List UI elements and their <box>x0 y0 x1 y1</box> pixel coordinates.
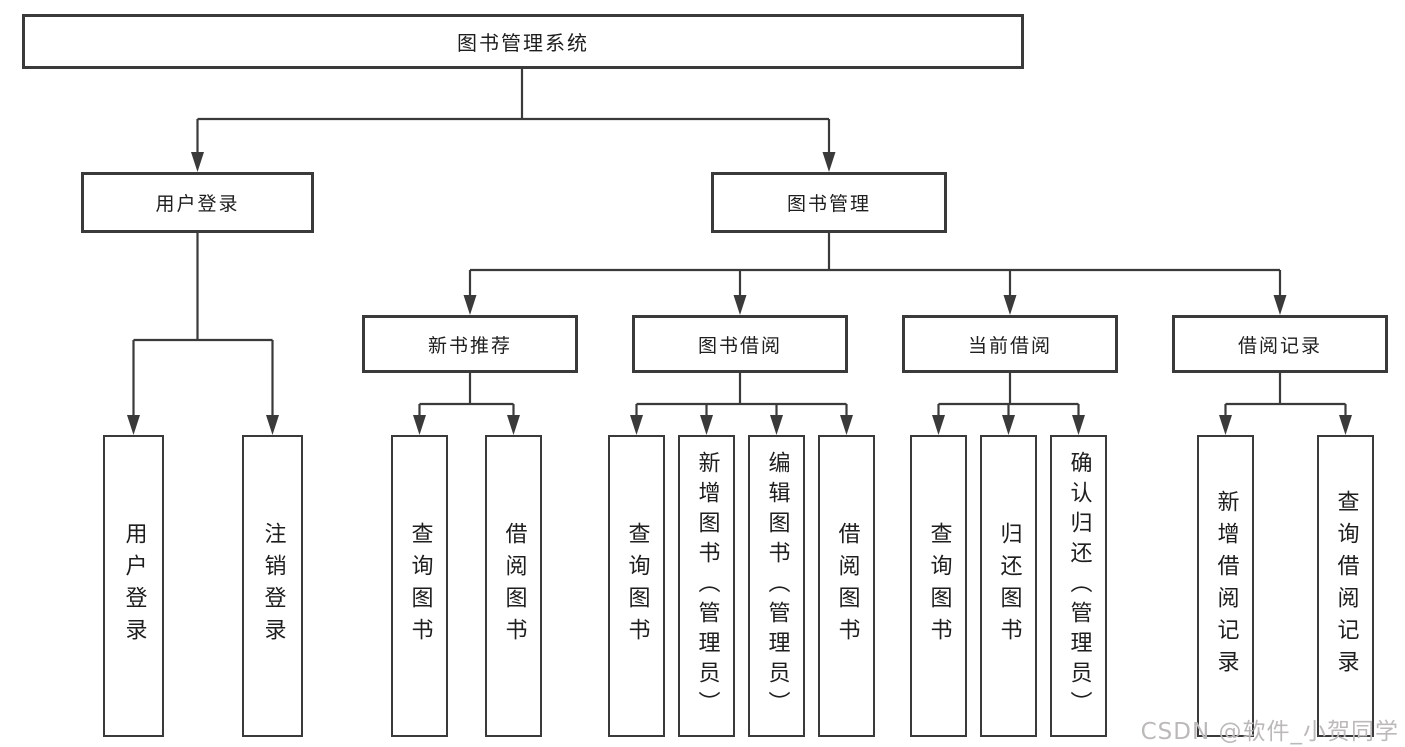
connector-borrowing-group <box>636 373 847 406</box>
node-book-management: 图书管理 <box>711 172 947 233</box>
leaf-query-borrow-record: 查询借阅记录 <box>1317 435 1374 737</box>
connector-recommend-group <box>419 373 514 406</box>
connector-current-group <box>938 373 1079 406</box>
leaf-edit-books-admin: 编辑图书（管理员） <box>748 435 805 737</box>
node-borrowing-records: 借阅记录 <box>1172 315 1388 373</box>
leaf-logout: 注销登录 <box>242 435 303 737</box>
node-current-borrowing: 当前借阅 <box>902 315 1118 373</box>
node-user-login: 用户登录 <box>81 172 314 233</box>
leaf-current-query-books: 查询图书 <box>910 435 967 737</box>
leaf-recommend-query-books: 查询图书 <box>391 435 448 737</box>
leaf-borrowing-query-books: 查询图书 <box>608 435 665 737</box>
leaf-add-borrow-record: 新增借阅记录 <box>1197 435 1254 737</box>
connector-userlogin-group <box>133 233 273 342</box>
leaf-recommend-borrow-books: 借阅图书 <box>485 435 542 737</box>
leaf-add-books-admin: 新增图书（管理员） <box>678 435 735 737</box>
leaf-user-login: 用户登录 <box>103 435 164 737</box>
node-root: 图书管理系统 <box>22 14 1024 69</box>
connector-root-to-l2 <box>197 69 829 121</box>
leaf-return-books: 归还图书 <box>980 435 1037 737</box>
node-book-borrowing: 图书借阅 <box>632 315 848 373</box>
watermark: CSDN @软件_小贺同学 <box>1140 719 1399 745</box>
leaf-borrowing-borrow-books: 借阅图书 <box>818 435 875 737</box>
connector-bookmgmt-to-l3 <box>470 233 1280 272</box>
node-new-book-recommend: 新书推荐 <box>362 315 578 373</box>
leaf-confirm-return-admin: 确认归还（管理员） <box>1050 435 1107 737</box>
connector-records-group <box>1225 373 1346 406</box>
